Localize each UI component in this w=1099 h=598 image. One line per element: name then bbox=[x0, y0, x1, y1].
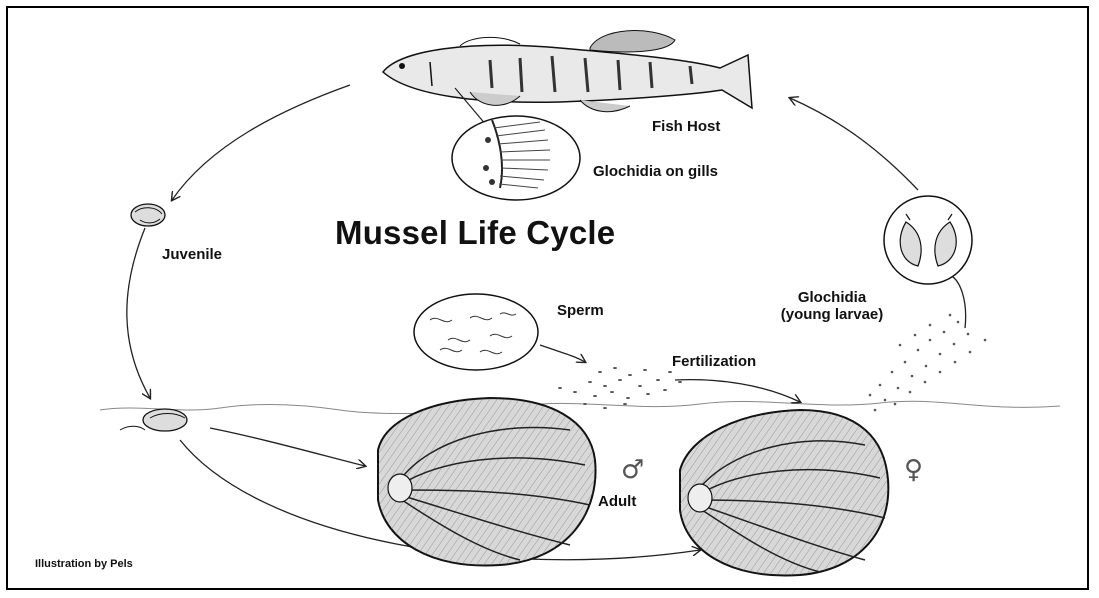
gills-circle bbox=[452, 116, 580, 200]
label-glochidia-young-larvae: Glochidia (young larvae) bbox=[752, 289, 912, 323]
label-juvenile: Juvenile bbox=[162, 246, 222, 263]
arrow-juvenile-down bbox=[127, 228, 150, 398]
arrow-to-male-adult bbox=[210, 428, 365, 466]
sperm-circle bbox=[414, 294, 538, 370]
water-line bbox=[100, 401, 1060, 413]
fish-host-drawing bbox=[383, 31, 752, 112]
label-glochidia-line2: (young larvae) bbox=[752, 306, 912, 323]
arrow-sperm-to-cloud bbox=[540, 345, 585, 362]
glochidia-larvae-circle bbox=[884, 196, 972, 284]
label-credit: Illustration by Pels bbox=[35, 558, 133, 570]
female-adult-mussel bbox=[680, 410, 888, 576]
glochidia-spray bbox=[869, 314, 987, 412]
diagram-title: Mussel Life Cycle bbox=[335, 214, 615, 252]
settling-juvenile-drawing bbox=[120, 409, 187, 431]
arrow-fish-to-juvenile bbox=[172, 85, 350, 200]
label-fertilization: Fertilization bbox=[672, 353, 756, 370]
arrow-fertilization bbox=[675, 380, 800, 402]
label-sperm: Sperm bbox=[557, 302, 604, 319]
fertilization-cloud bbox=[558, 367, 682, 409]
label-glochidia-line1: Glochidia bbox=[752, 289, 912, 306]
juvenile-drawing bbox=[131, 204, 165, 226]
label-adult: Adult bbox=[598, 493, 636, 510]
male-symbol: ♂ bbox=[621, 455, 644, 485]
male-adult-mussel bbox=[378, 398, 596, 566]
label-fish-host: Fish Host bbox=[652, 118, 720, 135]
female-symbol: ♀ bbox=[904, 455, 923, 485]
label-glochidia-on-gills: Glochidia on gills bbox=[593, 163, 718, 180]
